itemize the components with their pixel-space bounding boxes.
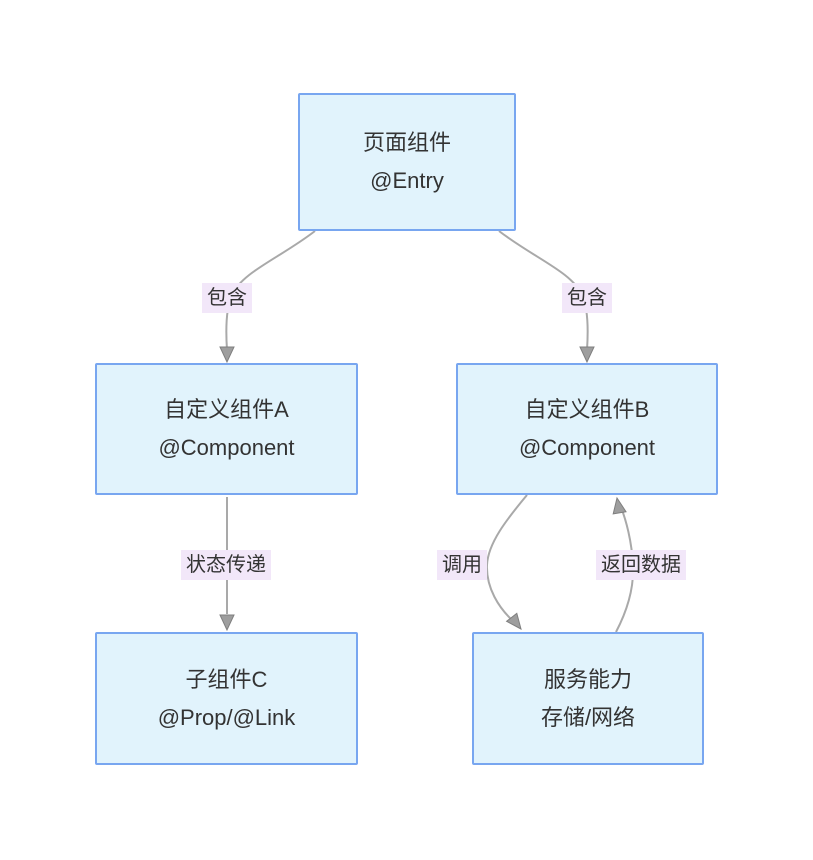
edge-label-return-data: 返回数据 [596, 550, 686, 580]
node-child-component-c-decorator: @Prop/@Link [157, 704, 296, 730]
edge-label-call: 调用 [437, 550, 487, 580]
node-child-component-c: 子组件C @Prop/@Link [95, 632, 358, 765]
edge-label-contain-left: 包含 [202, 283, 252, 313]
edge-label-state-transfer: 状态传递 [181, 550, 271, 580]
node-custom-component-a: 自定义组件A @Component [95, 363, 358, 495]
node-page-component: 页面组件 @Entry [298, 93, 516, 231]
node-service-capability-subtitle: 存储/网络 [540, 704, 636, 730]
arrowhead-entry-compB [579, 346, 595, 364]
node-child-component-c-title: 子组件C [185, 666, 268, 692]
node-page-component-title: 页面组件 [362, 130, 451, 155]
node-page-component-decorator: @Entry [370, 168, 444, 193]
node-service-capability-title: 服务能力 [543, 666, 632, 692]
node-custom-component-b-title: 自定义组件B [524, 397, 650, 422]
arrowhead-entry-compA [219, 346, 235, 364]
node-custom-component-a-decorator: @Component [158, 435, 295, 460]
node-custom-component-b-decorator: @Component [518, 435, 656, 460]
node-service-capability: 服务能力 存储/网络 [472, 632, 704, 765]
node-custom-component-b: 自定义组件B @Component [456, 363, 718, 495]
arrowhead-service-compB [612, 496, 627, 515]
arrowhead-compB-service [505, 612, 522, 630]
arrowhead-compA-childC [219, 614, 235, 632]
node-custom-component-a-title: 自定义组件A [164, 397, 289, 422]
edge-compB-service [485, 494, 528, 622]
edge-label-contain-right: 包含 [562, 283, 612, 313]
